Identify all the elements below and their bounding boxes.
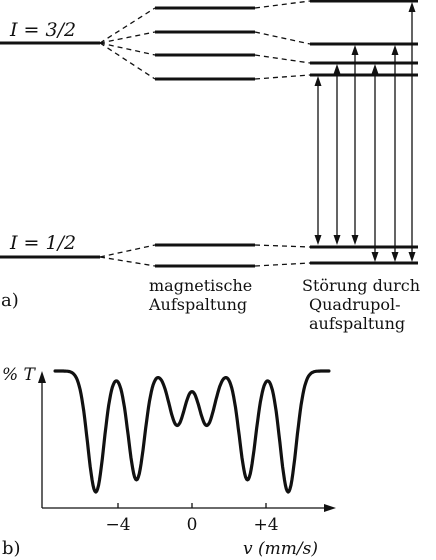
quadrupole-caption-line-2: Quadrupol-: [309, 295, 401, 314]
panel-label-b: b): [2, 538, 21, 559]
x-tick-label-plus-4: +4: [253, 515, 278, 535]
magnetic-caption-line-2: Aufspaltung: [148, 295, 247, 314]
x-axis-label: v (mm/s): [243, 539, 318, 559]
magnetic-caption-line-1: magnetische: [149, 276, 252, 295]
y-axis-label: % T: [2, 365, 37, 385]
quadrupole-caption-line-3: aufspaltung: [309, 314, 405, 333]
y-axis-arrowhead: [38, 371, 46, 383]
x-ticks: [117, 503, 267, 508]
x-axis-arrowhead: [324, 504, 336, 512]
quadrupole-levels: [310, 0, 418, 265]
panel-label-a: a): [1, 290, 19, 311]
transition-arrows: [317, 6, 413, 258]
x-tick-label-minus-4: −4: [105, 515, 130, 535]
quadrupole-shift-connectors: [254, 0, 311, 267]
upper-state-label: I = 3/2: [9, 19, 76, 41]
lower-state-label: I = 1/2: [9, 232, 76, 254]
x-tick-label-0: 0: [187, 515, 198, 535]
magnetic-splitting-connectors-upper: [99, 7, 156, 80]
spectrum-chart: [38, 369, 336, 512]
magnetic-sublevels: [155, 6, 255, 268]
magnetic-splitting-connectors-lower: [99, 244, 156, 267]
arrowheads: [314, 2, 416, 262]
quadrupole-caption-line-1: Störung durch: [302, 276, 420, 295]
transmission-curve: [53, 369, 331, 494]
energy-level-diagram: [0, 0, 418, 268]
